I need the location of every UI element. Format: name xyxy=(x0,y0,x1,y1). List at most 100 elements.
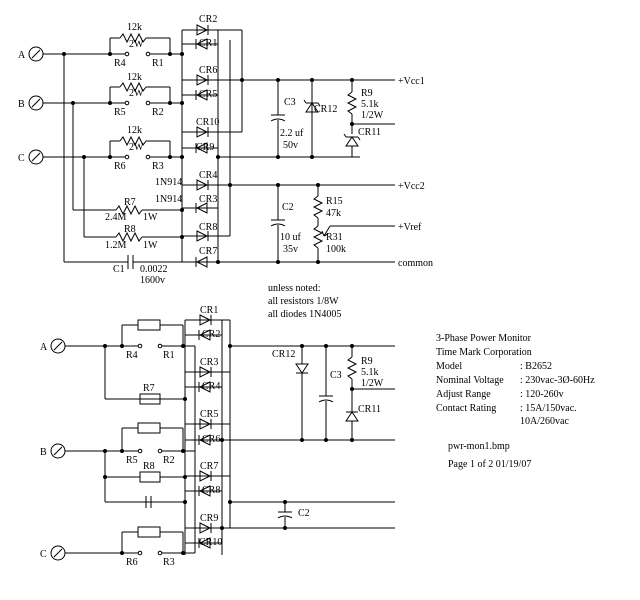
top-terminal-b: B xyxy=(18,99,25,110)
top-cr9: CR9 xyxy=(196,142,214,153)
c2-top xyxy=(270,185,286,262)
branch-c-bottom xyxy=(121,526,195,556)
note-line-1: unless noted: xyxy=(268,283,321,294)
top-r8-power: 1W xyxy=(143,240,158,251)
bottom-terminal-c: C xyxy=(40,549,47,560)
info-row-contact2-value: 10A/260vac xyxy=(520,416,569,427)
output-common: common xyxy=(398,258,433,269)
top-r1: R1 xyxy=(152,58,164,69)
top-r8-label: R8 xyxy=(124,224,136,235)
top-terminal-a: A xyxy=(18,50,26,61)
bottom-r9-power: 1/2W xyxy=(361,378,384,389)
top-cr3: CR3 xyxy=(199,194,217,205)
terminal-a-top xyxy=(28,46,44,62)
c3-top xyxy=(270,80,286,157)
output-vcc2: +Vcc2 xyxy=(398,181,425,192)
top-cr6: CR6 xyxy=(199,65,217,76)
top-cr1: CR1 xyxy=(199,38,217,49)
bottom-c3: C3 xyxy=(330,370,342,381)
junction-dots xyxy=(62,52,354,555)
bottom-cr6: CR6 xyxy=(202,434,220,445)
c1-bottom xyxy=(105,496,152,508)
bottom-cr1: CR1 xyxy=(200,305,218,316)
bottom-cr8: CR8 xyxy=(202,485,220,496)
bottom-r8: R8 xyxy=(143,461,155,472)
top-r9-value: 5.1k xyxy=(361,99,379,110)
top-r5: R5 xyxy=(114,107,126,118)
top-c2-label: C2 xyxy=(282,202,294,213)
cr11-top xyxy=(343,133,361,157)
top-cr5: CR5 xyxy=(199,89,217,100)
top-r9-power: 1/2W xyxy=(361,110,384,121)
bottom-cr3: CR3 xyxy=(200,357,218,368)
r7-top xyxy=(73,204,182,216)
cr12-top xyxy=(303,80,321,157)
top-c1-label: C1 xyxy=(113,264,125,275)
info-row-model-value: : B2652 xyxy=(520,361,552,372)
bottom-r4: R4 xyxy=(126,350,138,361)
bottom-r9-label: R9 xyxy=(361,356,373,367)
info-company: Time Mark Corporation xyxy=(436,347,532,358)
info-file: pwr-mon1.bmp xyxy=(448,441,510,452)
terminal-b-top xyxy=(28,95,44,111)
bottom-cr2: CR2 xyxy=(202,329,220,340)
top-r12k-b: 12k xyxy=(127,72,142,83)
top-c3-voltage: 50v xyxy=(283,140,298,151)
top-cr4: CR4 xyxy=(199,170,217,181)
c1-top xyxy=(64,255,182,269)
info-row-contact-value: : 15A/150vac. xyxy=(520,403,577,414)
top-1n914-b: 1N914 xyxy=(155,194,182,205)
top-c3-value: 2.2 uf xyxy=(280,128,304,139)
branch-b-top xyxy=(109,81,182,106)
bottom-r7: R7 xyxy=(143,383,155,394)
top-r2: R2 xyxy=(152,107,164,118)
info-row-model-label: Model xyxy=(436,361,462,372)
info-row-contact-label: Contact Rating xyxy=(436,403,496,414)
cr12-bottom xyxy=(295,346,309,440)
bottom-cr5: CR5 xyxy=(200,409,218,420)
info-row-adjust-value: : 120-260v xyxy=(520,389,564,400)
top-r6: R6 xyxy=(114,161,126,172)
diode-bridge-top xyxy=(182,24,242,268)
top-r4: R4 xyxy=(114,58,126,69)
bottom-cr12: CR12 xyxy=(272,349,295,360)
terminal-b-bottom xyxy=(50,443,66,459)
cr11-bottom xyxy=(345,411,359,440)
output-vcc1: +Vcc1 xyxy=(398,76,425,87)
bottom-c2: C2 xyxy=(298,508,310,519)
top-1n914-a: 1N914 xyxy=(155,177,182,188)
top-c2-voltage: 35v xyxy=(283,244,298,255)
top-r8-value: 1.2M xyxy=(105,240,127,251)
bottom-r5: R5 xyxy=(126,455,138,466)
bottom-r1: R1 xyxy=(163,350,175,361)
bottom-cr4: CR4 xyxy=(202,381,220,392)
info-row-voltage-label: Nominal Voltage xyxy=(436,375,504,386)
top-cr12: CR12 xyxy=(314,104,337,115)
top-r7-label: R7 xyxy=(124,197,136,208)
top-r31-label: R31 xyxy=(326,232,343,243)
c3-bottom xyxy=(318,346,334,440)
top-cr11: CR11 xyxy=(358,127,381,138)
bottom-terminal-b: B xyxy=(40,447,47,458)
top-terminal-c: C xyxy=(18,153,25,164)
top-r2w-c: 2W xyxy=(129,142,144,153)
info-page: Page 1 of 2 01/19/07 xyxy=(448,459,531,470)
top-cr8: CR8 xyxy=(199,222,217,233)
top-r31-value: 100k xyxy=(326,244,346,255)
top-c2-value: 10 uf xyxy=(280,232,302,243)
top-r9-label: R9 xyxy=(361,88,373,99)
top-r7-power: 1W xyxy=(143,212,158,223)
bottom-cr7: CR7 xyxy=(200,461,218,472)
branch-a-top xyxy=(109,32,182,57)
bottom-cr11: CR11 xyxy=(358,404,381,415)
top-r3: R3 xyxy=(152,161,164,172)
bottom-cr10: CR10 xyxy=(199,537,222,548)
bottom-cr9: CR9 xyxy=(200,513,218,524)
r7-bottom xyxy=(139,393,161,405)
r15-top xyxy=(312,185,324,226)
bottom-r2: R2 xyxy=(163,455,175,466)
r31-top xyxy=(312,225,395,262)
info-row-voltage-value: : 230vac-3Ø-60Hz xyxy=(520,375,595,386)
terminal-c-top xyxy=(28,149,44,165)
